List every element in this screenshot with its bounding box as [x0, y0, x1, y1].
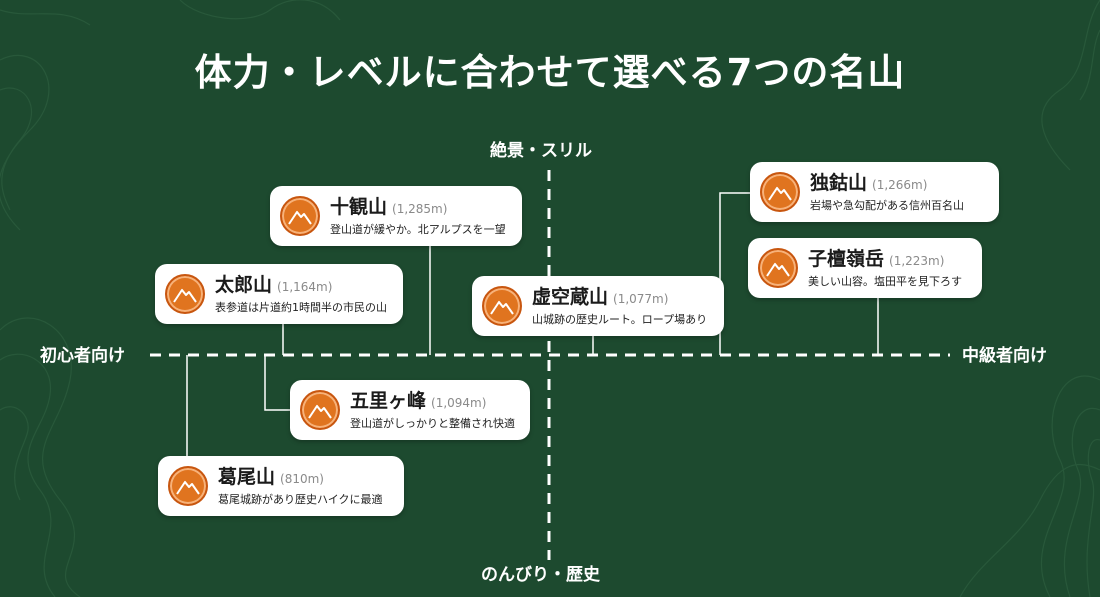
mountain-elevation: (1,164m) — [277, 280, 333, 294]
mountain-card-kokuzo: 虚空蔵山 (1,077m) 山城跡の歴史ルート。ロープ場あり — [472, 276, 724, 336]
mountain-name: 葛尾山 — [218, 466, 276, 488]
mountain-card-taro: 太郎山 (1,164m) 表参道は片道約1時間半の市民の山 — [155, 264, 403, 324]
mountain-icon — [758, 248, 798, 288]
connector-tokko — [719, 192, 750, 355]
mountain-card-tokko: 独鈷山 (1,266m) 岩場や急勾配がある信州百名山 — [750, 162, 999, 222]
mountain-icon — [760, 172, 800, 212]
mountain-elevation: (1,223m) — [889, 254, 945, 268]
mountain-name: 虚空蔵山 — [532, 286, 609, 308]
mountain-elevation: (810m) — [280, 472, 324, 486]
mountain-description: 葛尾城跡があり歴史ハイクに最適 — [218, 493, 383, 506]
mountain-description: 登山道が緩やか。北アルプスを一望 — [330, 223, 506, 236]
mountain-card-gorigamine: 五里ヶ峰 (1,094m) 登山道がしっかりと整備され快適 — [290, 380, 530, 440]
mountain-icon — [280, 196, 320, 236]
axis-label-left: 初心者向け — [40, 346, 125, 366]
mountain-card-koshimine: 子檀嶺岳 (1,223m) 美しい山容。塩田平を見下ろす — [748, 238, 982, 298]
mountain-card-katsurao: 葛尾山 (810m) 葛尾城跡があり歴史ハイクに最適 — [158, 456, 404, 516]
mountain-elevation: (1,285m) — [392, 202, 448, 216]
axis-label-right: 中級者向け — [962, 346, 1047, 366]
mountain-elevation: (1,077m) — [613, 292, 669, 306]
mountain-card-jukkan: 十観山 (1,285m) 登山道が緩やか。北アルプスを一望 — [270, 186, 522, 246]
mountain-description: 山城跡の歴史ルート。ロープ場あり — [532, 313, 708, 326]
mountain-elevation: (1,094m) — [431, 396, 487, 410]
connector-gorigamine — [264, 355, 290, 411]
axis-label-bottom: のんびり・歴史 — [481, 565, 600, 585]
mountain-icon — [482, 286, 522, 326]
slide-title: 体力・レベルに合わせて選べる7つの名山 — [194, 51, 906, 94]
mountain-description: 美しい山容。塩田平を見下ろす — [808, 275, 962, 288]
mountain-name: 十観山 — [330, 196, 388, 218]
mountain-icon — [165, 274, 205, 314]
mountain-description: 岩場や急勾配がある信州百名山 — [810, 199, 964, 212]
mountain-name: 五里ヶ峰 — [350, 390, 427, 412]
axis-label-top: 絶景・スリル — [490, 141, 592, 161]
mountain-elevation: (1,266m) — [872, 178, 928, 192]
mountain-icon — [168, 466, 208, 506]
mountain-name: 独鈷山 — [810, 172, 868, 194]
mountain-name: 子檀嶺岳 — [808, 248, 885, 270]
mountain-description: 登山道がしっかりと整備され快適 — [350, 417, 515, 430]
mountain-description: 表参道は片道約1時間半の市民の山 — [215, 301, 387, 314]
mountain-icon — [300, 390, 340, 430]
mountain-name: 太郎山 — [215, 274, 273, 296]
